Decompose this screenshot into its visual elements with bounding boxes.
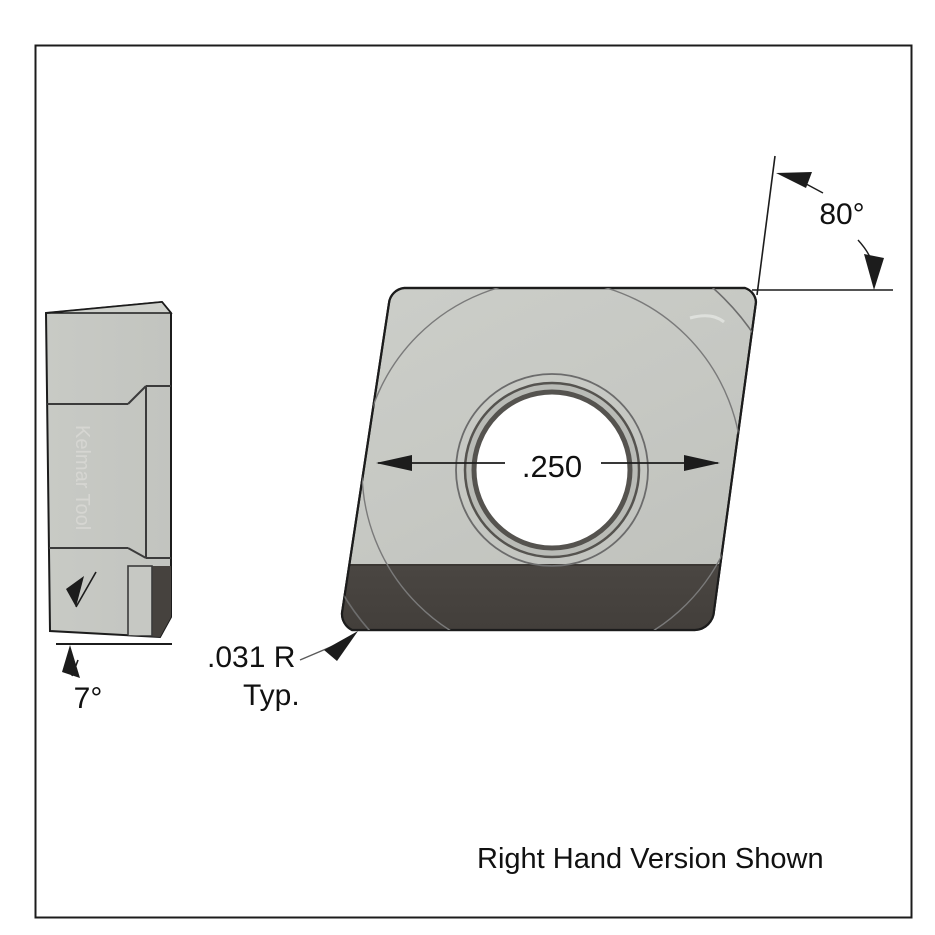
angle-arrowhead-upper bbox=[776, 172, 812, 188]
side-view-upper-chamfer bbox=[127, 385, 147, 405]
version-note-text: Right Hand Version Shown bbox=[477, 843, 824, 875]
side-view-lower-chamfer bbox=[127, 547, 147, 559]
relief-angle-arrowhead-outer bbox=[62, 645, 80, 678]
relief-angle-outer-leader bbox=[62, 645, 80, 678]
included-angle-dimension: 80° bbox=[752, 155, 893, 296]
bore-dimension-arrow-right bbox=[684, 455, 720, 471]
insert-highlight-streak bbox=[689, 314, 725, 324]
relief-angle-leader bbox=[66, 571, 97, 608]
side-view-light-land bbox=[127, 565, 153, 637]
kelmar-tool-watermark: Kelmar Tool bbox=[71, 425, 93, 530]
corner-radius-note-line-1: .031 R bbox=[207, 641, 295, 674]
side-view-top-chamfer bbox=[45, 301, 173, 314]
angle-inclined-reference-line bbox=[756, 155, 776, 296]
bore-countersink-outer-circle bbox=[455, 373, 649, 567]
corner-radius-note-line-2: Typ. bbox=[243, 679, 300, 712]
bore-dimension-text-backing bbox=[505, 444, 601, 482]
border-rectangle bbox=[34, 44, 913, 919]
insert-body-outline-overlay bbox=[340, 286, 758, 632]
bore-diameter-dimension: .250 bbox=[376, 444, 720, 484]
bore-dimension-arrow-left bbox=[376, 455, 412, 471]
side-view: Kelmar Tool 7° bbox=[44, 300, 173, 715]
corner-radius-note: .031 R Typ. bbox=[207, 631, 358, 712]
top-view: .250 80° .031 R Typ. bbox=[207, 155, 893, 712]
drawing-border bbox=[34, 44, 913, 919]
insert-dark-coating-band bbox=[341, 565, 756, 630]
corner-radius-arrowhead bbox=[324, 631, 358, 661]
bore-diameter-text: .250 bbox=[522, 449, 582, 484]
relief-angle-arrowhead-inner bbox=[66, 576, 84, 607]
side-view-internal-lines bbox=[46, 385, 171, 637]
angle-arrowhead-lower bbox=[864, 254, 884, 290]
relief-angle-leader-line bbox=[75, 571, 97, 608]
relief-angle-dimension-text: 7° bbox=[74, 682, 103, 715]
included-angle-text: 80° bbox=[819, 198, 864, 231]
insert-dark-band-group bbox=[341, 564, 756, 630]
side-view-dark-coating bbox=[152, 566, 171, 637]
